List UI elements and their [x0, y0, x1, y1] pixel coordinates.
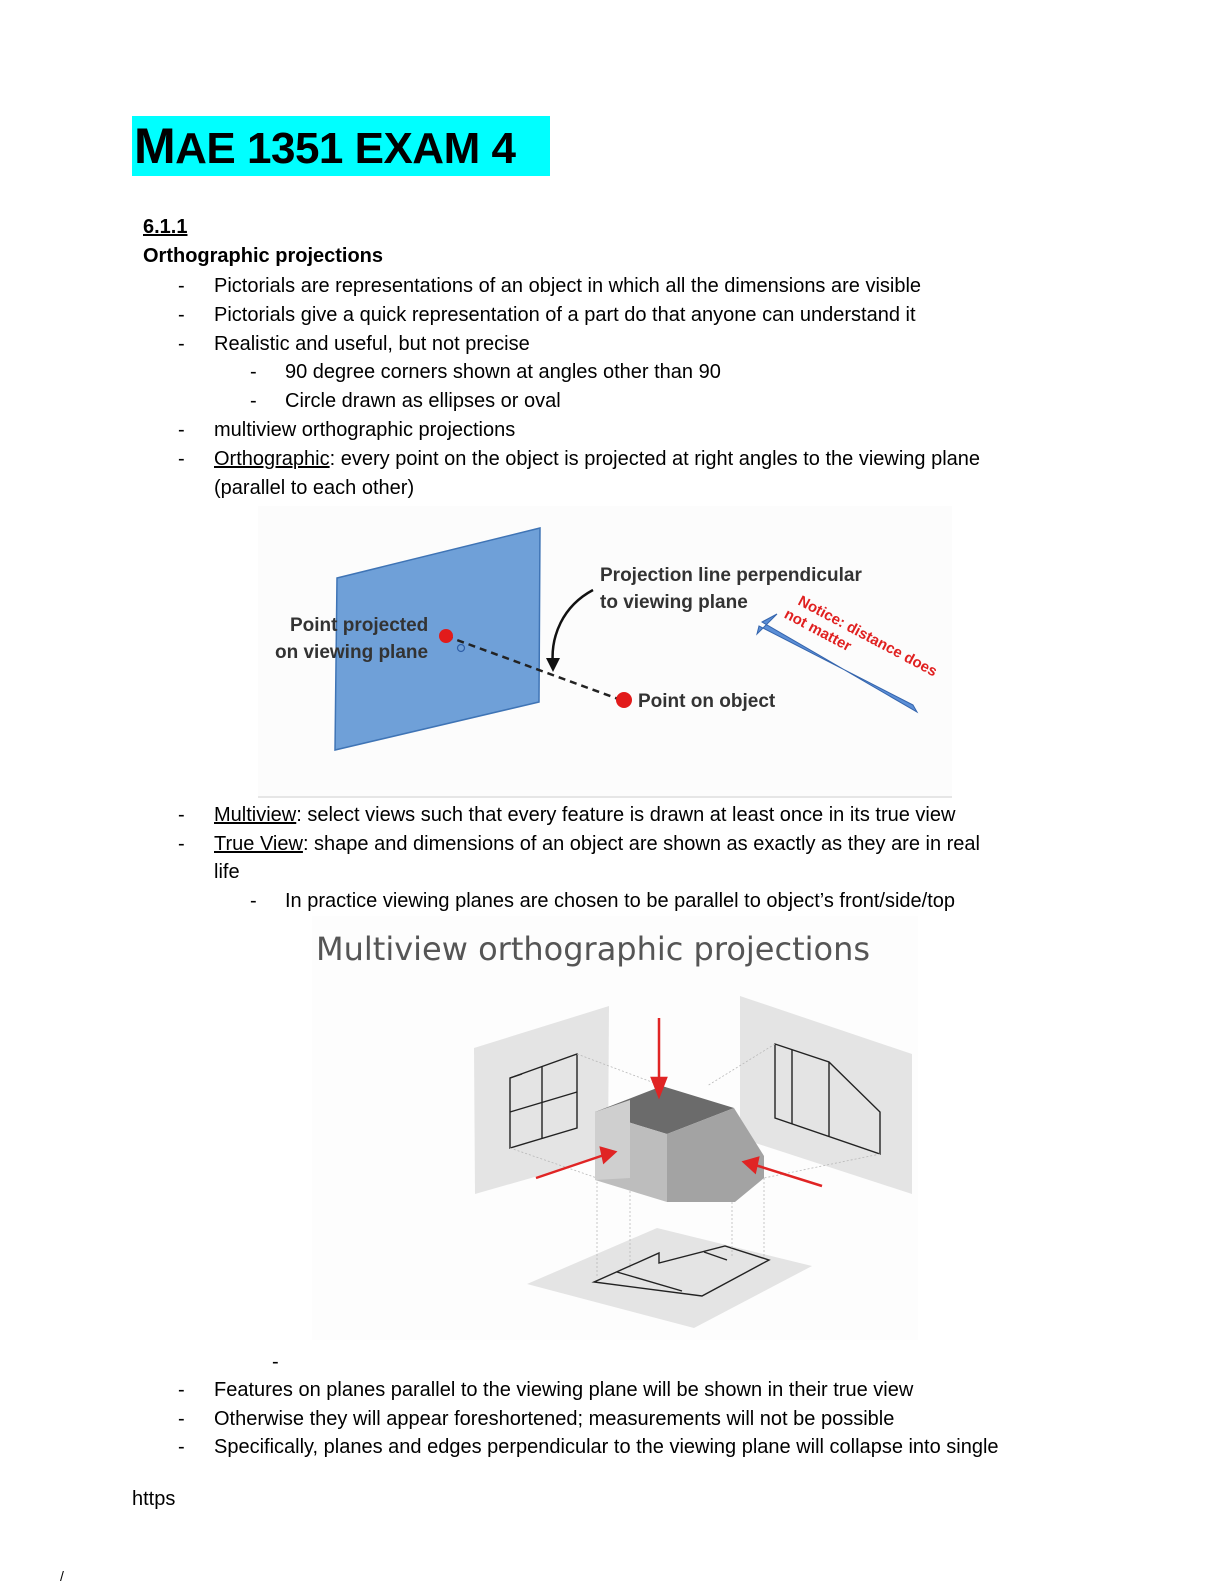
viewing-plane [334, 527, 541, 751]
bullet-dash: - [178, 1379, 185, 1401]
sub-bullet-item: In practice viewing planes are chosen to… [285, 890, 956, 912]
bullet-item: multiview orthographic projections [214, 419, 516, 441]
bullet-dash: - [178, 304, 185, 326]
bullet-item: Otherwise they will appear foreshortened… [214, 1408, 895, 1430]
bullet-dash: - [178, 804, 185, 826]
label-projection-line-1: Projection line perpendicular [600, 565, 862, 586]
bullet-dash: - [178, 1408, 185, 1430]
sub-bullet-item: 90 degree corners shown at angles other … [285, 361, 721, 383]
bullet-orthographic: Orthographic: every point on the object … [214, 448, 981, 470]
label-projection-line-2: to viewing plane [600, 592, 748, 613]
bullet-dash: - [178, 833, 185, 855]
term-multiview: Multiview [214, 804, 297, 826]
object-side-face [667, 1108, 764, 1202]
bullet-item: Features on planes parallel to the viewi… [214, 1379, 914, 1401]
bullet-continuation: life [214, 861, 240, 883]
term-orthographic: Orthographic [214, 448, 330, 470]
sub-bullet-dash: - [250, 890, 257, 912]
section-number: 6.1.1 [143, 216, 188, 238]
object-point [616, 692, 632, 708]
bullet-dash: - [178, 1436, 185, 1458]
sub-bullet-item: Circle drawn as ellipses or oval [285, 390, 561, 412]
bullet-dash: - [178, 419, 185, 441]
corner-mark: / [60, 1568, 64, 1584]
right-projection-plane [740, 996, 912, 1194]
figure-multiview-diagram: Multiview orthographic projections [312, 916, 918, 1340]
figure-title: Multiview orthographic projections [316, 930, 870, 968]
bullet-item: Pictorials are representations of an obj… [214, 275, 922, 297]
sub-bullet-dash: - [250, 361, 257, 383]
sub-bullet-dash: - [250, 390, 257, 412]
bullet-dash: - [178, 448, 185, 470]
bullet-item: Realistic and useful, but not precise [214, 333, 530, 355]
label-point-projected-2: on viewing plane [275, 642, 428, 663]
notice-arrow [756, 613, 919, 714]
bullet-dash: - [178, 275, 185, 297]
document-title: MAE 1351 EXAM 4 [132, 116, 550, 176]
bullet-continuation: (parallel to each other) [214, 477, 415, 499]
bottom-projection-plane [527, 1228, 812, 1328]
bullet-multiview: Multiview: select views such that every … [214, 804, 956, 826]
bullet-dash: - [178, 333, 185, 355]
section-heading: Orthographic projections [143, 245, 384, 267]
label-point-projected-1: Point projected [290, 615, 428, 636]
projected-point [439, 629, 453, 643]
sub-bullet-dash: - [272, 1351, 279, 1373]
figure-projection-diagram: Point projected on viewing plane Project… [258, 506, 952, 798]
label-point-on-object: Point on object [638, 691, 776, 712]
bullet-item: Pictorials give a quick representation o… [214, 304, 916, 326]
footer-link-text: https [132, 1488, 176, 1510]
term-true-view: True View [214, 833, 303, 855]
bullet-true-view: True View: shape and dimensions of an ob… [214, 833, 980, 855]
bullet-item: Specifically, planes and edges perpendic… [214, 1436, 999, 1458]
